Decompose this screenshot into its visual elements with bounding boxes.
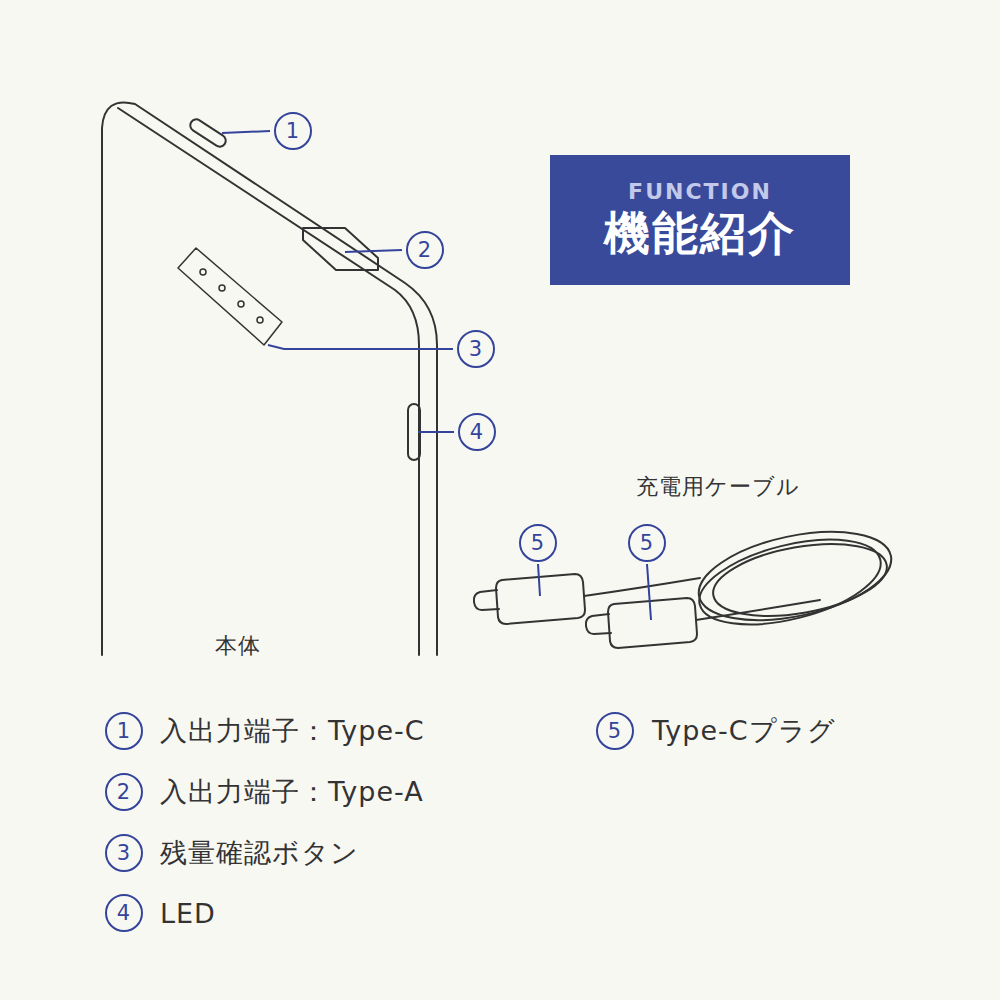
- legend-text: LED: [160, 898, 216, 929]
- leader-line: [345, 250, 402, 252]
- callout-number: 2: [105, 773, 143, 811]
- cable-tip-1: [474, 590, 499, 610]
- cable-tip-2: [586, 614, 611, 634]
- callout-number: 5: [519, 524, 557, 562]
- callout-number: 1: [105, 712, 143, 750]
- led-dot: [238, 301, 244, 307]
- callout-number: 1: [274, 112, 312, 150]
- heading-en: FUNCTION: [628, 179, 772, 205]
- callout-number: 3: [457, 330, 495, 368]
- power-bank-face: [118, 108, 419, 655]
- led-dot: [257, 317, 263, 323]
- cable-coil: [691, 516, 899, 635]
- leader-line: [647, 564, 651, 620]
- body-caption: 本体: [215, 631, 261, 661]
- callout-number: 4: [458, 413, 496, 451]
- cable-plug-1: [496, 574, 585, 624]
- cable-plug-2: [608, 598, 697, 648]
- leader-line: [418, 431, 454, 433]
- callout-number: 4: [105, 894, 143, 932]
- heading-ja: 機能紹介: [604, 206, 796, 261]
- leader-line: [222, 131, 270, 133]
- legend-text: 入出力端子：Type-A: [160, 774, 424, 810]
- legend-text: 残量確認ボタン: [160, 835, 359, 871]
- callout-number: 5: [596, 712, 634, 750]
- type-a-port: [303, 228, 378, 270]
- led-dot: [200, 269, 206, 275]
- leader-line: [268, 345, 453, 349]
- callout-number: 2: [406, 231, 444, 269]
- cable-coil: [708, 532, 893, 628]
- callout-number: 3: [105, 834, 143, 872]
- leader-line: [538, 564, 540, 596]
- cable-caption: 充電用ケーブル: [636, 472, 800, 502]
- power-bank-outline: [102, 102, 437, 655]
- title-box: FUNCTION機能紹介: [550, 155, 850, 285]
- legend-text: Type-Cプラグ: [652, 713, 836, 749]
- led-panel: [178, 248, 282, 345]
- cable-coil: [691, 524, 889, 641]
- led-dot: [219, 285, 225, 291]
- callout-number: 5: [628, 524, 666, 562]
- cable-wire: [584, 578, 820, 620]
- legend-text: 入出力端子：Type-C: [160, 713, 425, 749]
